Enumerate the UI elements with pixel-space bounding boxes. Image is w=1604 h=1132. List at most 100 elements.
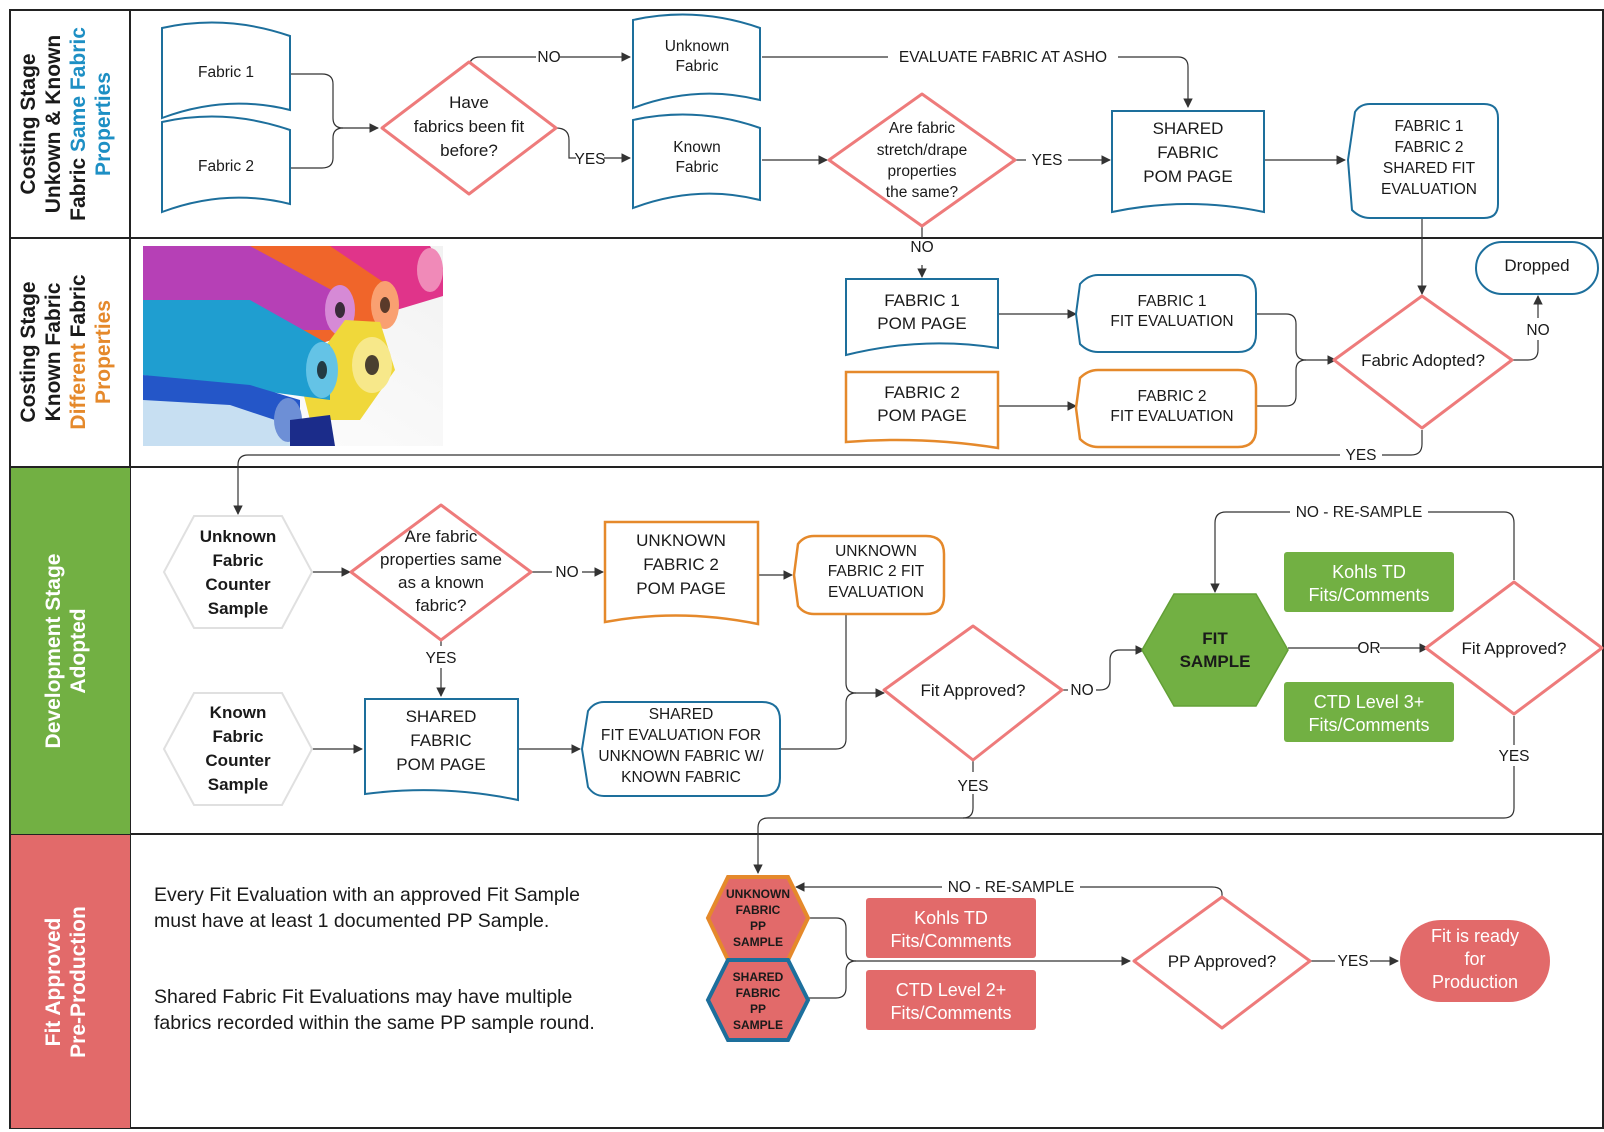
node-known-fabric-counter-sample: Known Fabric Counter Sample xyxy=(162,692,314,806)
shared-pom-dev-line: SHARED xyxy=(406,707,477,726)
unknown-pp-line: FABRIC xyxy=(736,903,781,917)
kohls-td-dev-line: Kohls TD xyxy=(1332,562,1406,582)
node-unknown-fabric: Unknown Fabric xyxy=(632,13,761,110)
edge-label-yes: YES xyxy=(1337,953,1368,970)
known-counter-line: Fabric xyxy=(212,727,263,746)
lane-label-development: Development Stage Adopted xyxy=(42,554,90,749)
shared-fit-eval-line: FABRIC 2 xyxy=(1395,139,1464,156)
edge-label-yes: YES xyxy=(1031,152,1062,169)
fabric-adopted-label: Fabric Adopted? xyxy=(1361,351,1485,370)
edge-label-evaluate-asho: EVALUATE FABRIC AT ASHO xyxy=(899,49,1107,66)
edge-label-no: NO xyxy=(1070,682,1093,699)
lane2-line4: Properties xyxy=(92,300,115,404)
unknown2-fit-eval-line: FABRIC 2 FIT xyxy=(828,563,925,580)
shared-pp-line: SAMPLE xyxy=(733,1018,783,1032)
fabric-2-pom-line: POM PAGE xyxy=(877,406,966,425)
node-unknown-fabric-pp-sample: UNKNOWN FABRIC PP SAMPLE xyxy=(705,875,811,962)
fit-before-line: fabrics been fit xyxy=(414,117,525,136)
ctd-level2-line: CTD Level 2+ xyxy=(896,980,1007,1000)
stretch-same-line: Are fabric xyxy=(889,120,956,137)
kohls-td-dev-line: Fits/Comments xyxy=(1308,585,1429,605)
shared-pom-dev-line: FABRIC xyxy=(410,731,471,750)
lane4-line2: Pre-Production xyxy=(67,906,90,1058)
edge-label-no-resample: NO - RE-SAMPLE xyxy=(1296,504,1423,521)
shared-pom-line: FABRIC xyxy=(1157,143,1218,162)
unknown-fabric-line: Unknown xyxy=(665,38,730,55)
node-shared-fabric-pp-sample: SHARED FABRIC PP SAMPLE xyxy=(705,958,811,1042)
lane-label-costing-different: Costing Stage Known Fabric Different Fab… xyxy=(17,274,115,430)
node-shared-fabric-pom-page-dev: SHARED FABRIC POM PAGE xyxy=(364,698,519,802)
fabric-1-label: Fabric 1 xyxy=(198,64,254,81)
lane-grid xyxy=(9,9,1604,1129)
fabric-1-pom-line: FABRIC 1 xyxy=(884,291,960,310)
stretch-same-line: stretch/drape xyxy=(877,142,967,159)
props-same-line: Are fabric xyxy=(405,527,478,546)
ctd-level3-line: CTD Level 3+ xyxy=(1314,692,1425,712)
kohls-td-pp-line: Fits/Comments xyxy=(890,931,1011,951)
node-stretch-same-decision: Are fabric stretch/drape properties the … xyxy=(827,92,1017,228)
shared-pp-line: FABRIC xyxy=(736,986,781,1000)
unknown-counter-line: Sample xyxy=(208,599,268,618)
shared-fit-eval-dev-line: FIT EVALUATION FOR xyxy=(601,727,761,744)
fit-before-line: Have xyxy=(449,93,489,112)
shared-pom-dev-line: POM PAGE xyxy=(396,755,485,774)
fit-sample-line: SAMPLE xyxy=(1180,652,1251,671)
shared-fit-eval-line: FABRIC 1 xyxy=(1395,118,1464,135)
edge-label-yes: YES xyxy=(957,778,988,795)
unknown-fabric-line: Fabric xyxy=(675,58,718,75)
shared-fit-eval-line: EVALUATION xyxy=(1381,181,1477,198)
edge-label-yes: YES xyxy=(574,151,605,168)
note-pp-sample-requirement: Every Fit Evaluation with an approved Fi… xyxy=(154,884,580,932)
node-shared-fit-evaluation-dev: SHARED FIT EVALUATION FOR UNKNOWN FABRIC… xyxy=(580,701,781,797)
lane3-line2: Adopted xyxy=(67,608,90,693)
known-fabric-line: Fabric xyxy=(675,159,718,176)
props-same-line: properties same xyxy=(380,550,502,569)
lane1-line3-highlight: Same Fabric xyxy=(67,27,90,152)
known-counter-line: Known xyxy=(210,703,267,722)
unknown-pp-line: UNKNOWN xyxy=(726,887,790,901)
fit-before-line: before? xyxy=(440,141,498,160)
fabric-2-fit-eval-line: FIT EVALUATION xyxy=(1110,408,1233,425)
fabric-rolls-image xyxy=(143,246,443,446)
node-fabric-2-pom-page: FABRIC 2 POM PAGE xyxy=(844,370,1000,450)
lane1-line3-prefix: Fabric xyxy=(67,152,90,221)
lane-label-costing-same: Costing Stage Unkown & Known Fabric Same… xyxy=(17,27,115,221)
shared-fit-eval-line: SHARED FIT xyxy=(1383,160,1476,177)
edge-label-no-resample: NO - RE-SAMPLE xyxy=(948,879,1075,896)
unknown2-fit-eval-line: EVALUATION xyxy=(828,584,924,601)
unknown-pp-line: PP xyxy=(750,919,766,933)
stretch-same-line: properties xyxy=(888,163,957,180)
fit-sample-line: FIT xyxy=(1202,629,1228,648)
node-ctd-level-3-fits: CTD Level 3+ Fits/Comments xyxy=(1284,682,1454,742)
ctd-level2-line: Fits/Comments xyxy=(890,1003,1011,1023)
node-shared-fabric-pom-page: SHARED FABRIC POM PAGE xyxy=(1111,110,1265,214)
unknown-counter-line: Counter xyxy=(205,575,271,594)
node-kohls-td-fits-pp: Kohls TD Fits/Comments xyxy=(866,898,1036,958)
unknown2-pom-line: FABRIC 2 xyxy=(643,555,719,574)
fabric-2-fit-eval-line: FABRIC 2 xyxy=(1138,388,1207,405)
unknown2-fit-eval-line: UNKNOWN xyxy=(835,543,917,560)
lane2-line1: Costing Stage xyxy=(17,281,40,422)
props-same-line: as a known xyxy=(398,573,484,592)
fabric-1-fit-eval-line: FIT EVALUATION xyxy=(1110,313,1233,330)
node-dropped: Dropped xyxy=(1475,241,1599,295)
known-fabric-line: Known xyxy=(673,139,720,156)
lane3-line1: Development Stage xyxy=(42,554,65,749)
known-counter-line: Counter xyxy=(205,751,271,770)
unknown-counter-line: Fabric xyxy=(212,551,263,570)
node-fit-approved-decision-2: Fit Approved? xyxy=(1424,580,1604,716)
unknown2-pom-line: UNKNOWN xyxy=(636,531,726,550)
node-ready-for-production: Fit is ready for Production xyxy=(1400,920,1550,1002)
node-unknown-fabric-2-pom-page: UNKNOWN FABRIC 2 POM PAGE xyxy=(603,520,760,626)
pp-approved-label: PP Approved? xyxy=(1168,952,1276,971)
ctd-level3-line: Fits/Comments xyxy=(1308,715,1429,735)
connectors xyxy=(233,52,1543,999)
known-counter-line: Sample xyxy=(208,775,268,794)
unknown-counter-line: Unknown xyxy=(200,527,277,546)
unknown-pp-line: SAMPLE xyxy=(733,935,783,949)
fit-approved-2-label: Fit Approved? xyxy=(1462,639,1567,658)
lane2-line3-suffix: Fabric xyxy=(67,274,90,343)
node-fabric-adopted-decision: Fabric Adopted? xyxy=(1332,294,1514,430)
lane1-line1: Costing Stage xyxy=(17,53,40,194)
